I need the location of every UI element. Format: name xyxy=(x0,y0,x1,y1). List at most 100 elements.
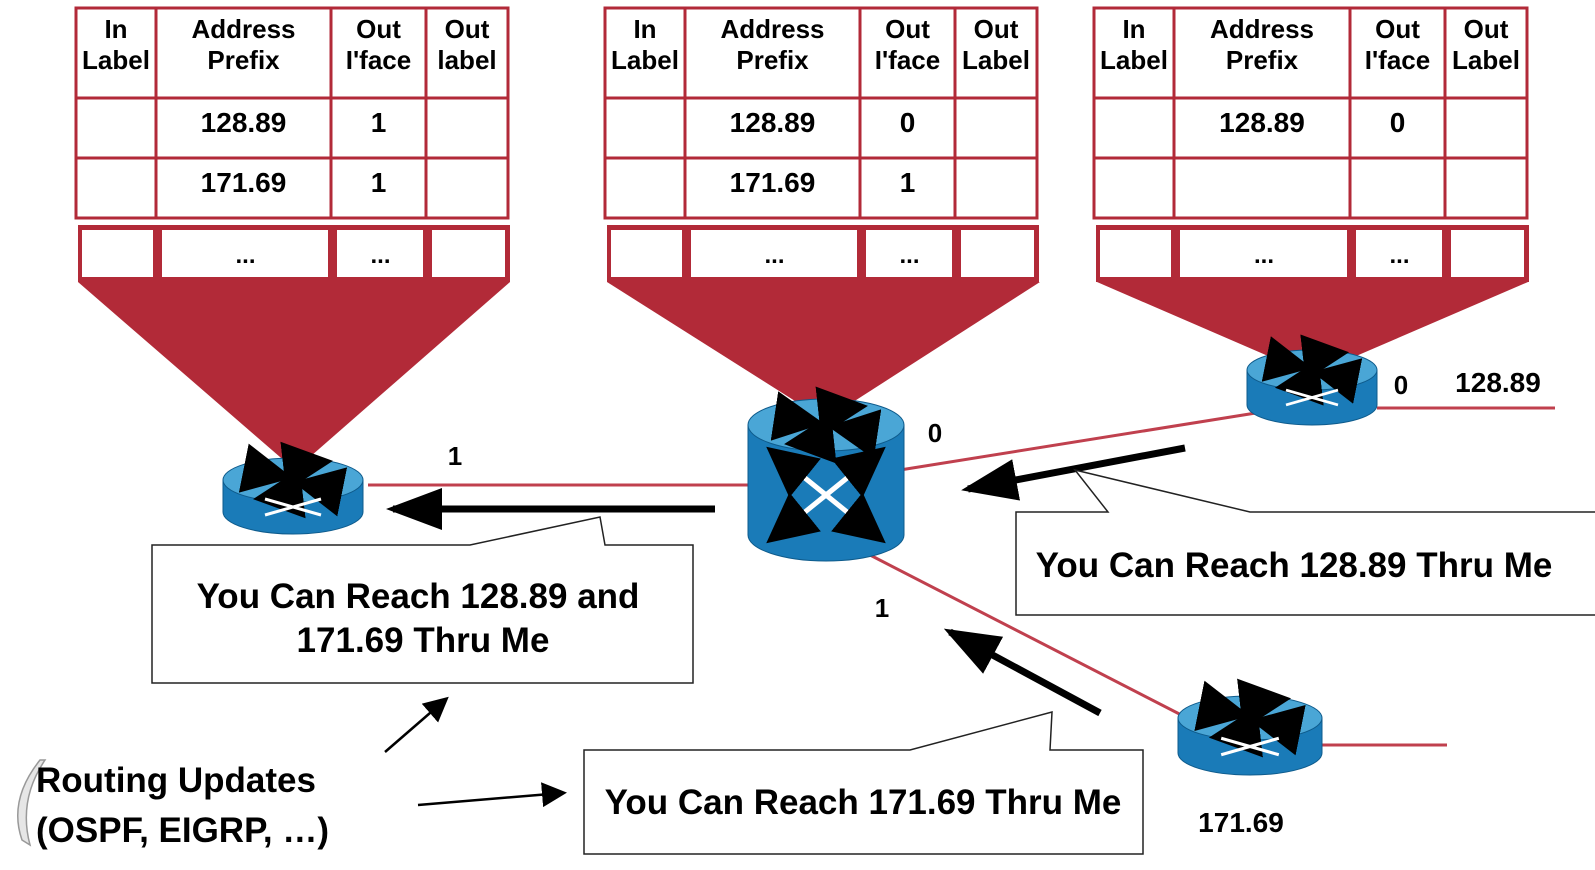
legend-line1: Routing Updates xyxy=(36,761,316,800)
table-ellipsis-cell xyxy=(82,230,153,277)
table-cell xyxy=(1443,156,1529,220)
table-ellipsis-cell xyxy=(1180,230,1347,277)
link-center-right xyxy=(899,410,1263,472)
lfib-tables: InLabelAddressPrefixOutI'faceOutlabel128… xyxy=(74,6,1529,282)
table-cell xyxy=(424,96,510,160)
callout-bottom-text: You Can Reach 171.69 Thru Me xyxy=(605,783,1122,822)
table-ellipsis-cell xyxy=(337,230,423,277)
table-ellipsis-cell xyxy=(1356,230,1442,277)
table-cell xyxy=(953,6,1039,100)
table-header-text: Label xyxy=(1452,45,1520,75)
table-cell xyxy=(1092,6,1176,100)
table-header-text: Out xyxy=(974,14,1019,44)
funnel-center xyxy=(607,282,1040,420)
routers xyxy=(222,334,1378,776)
legend-arrow-right xyxy=(417,782,567,808)
table-header-text: In xyxy=(104,14,127,44)
table-header-text: Prefix xyxy=(207,45,280,75)
table-cell xyxy=(424,6,510,100)
iface-label-right: 0 xyxy=(1394,370,1408,400)
table-ellipsis-cell xyxy=(961,230,1034,277)
router-center-switch xyxy=(747,386,905,562)
table-header-text: I'face xyxy=(346,45,411,75)
table-cell xyxy=(683,156,862,220)
table-ellipsis-text: ... xyxy=(1389,242,1409,269)
table-header-text: Address xyxy=(720,14,824,44)
table-cell xyxy=(858,6,957,100)
table-header-text: I'face xyxy=(875,45,940,75)
table-cell-text: 1 xyxy=(900,167,916,198)
table-header-text: In xyxy=(633,14,656,44)
table-cell-text: 1 xyxy=(371,107,387,138)
table-cell-text: 171.69 xyxy=(730,167,816,198)
table-cell xyxy=(74,6,158,100)
legend-line2: (OSPF, EIGRP, …) xyxy=(36,811,329,850)
table-cell xyxy=(1348,156,1447,220)
table-cell xyxy=(603,96,687,160)
table-ellipsis-text: ... xyxy=(764,242,784,269)
table-header-text: In xyxy=(1122,14,1145,44)
table-cell xyxy=(953,96,1039,160)
table-header-text: Label xyxy=(962,45,1030,75)
table-ellipsis-cell xyxy=(691,230,857,277)
table-cell xyxy=(1443,6,1529,100)
update-arrow-from-bottom xyxy=(943,628,1102,717)
table-header-text: Out xyxy=(1464,14,1509,44)
table-header-text: Address xyxy=(1210,14,1314,44)
table-ellipsis-text: ... xyxy=(899,242,919,269)
iface-label-center-bottom: 1 xyxy=(875,593,889,623)
callout-left-line1: You Can Reach 128.89 and xyxy=(197,577,640,616)
table-cell xyxy=(1172,96,1352,160)
funnel-right xyxy=(1097,282,1528,375)
table-cell xyxy=(424,156,510,220)
table-cell xyxy=(603,156,687,220)
callout-right: You Can Reach 128.89 Thru Me xyxy=(1015,468,1595,616)
table-cell xyxy=(1092,96,1176,160)
table-header-text: Out xyxy=(885,14,930,44)
table-cell xyxy=(74,96,158,160)
table-ellipsis-text: ... xyxy=(235,242,255,269)
table-header-text: Label xyxy=(82,45,150,75)
table-ellipsis-cell xyxy=(162,230,328,277)
table-cell-text: 0 xyxy=(900,107,916,138)
table-cell-text: 128.89 xyxy=(1219,107,1305,138)
table-cell xyxy=(329,96,428,160)
router-right xyxy=(1246,334,1378,426)
funnel-left xyxy=(78,282,510,470)
legend-bracket xyxy=(16,759,47,847)
lfib-table-2: InLabelAddressPrefixOutI'faceOutLabel128… xyxy=(1092,6,1529,282)
table-header-text: Label xyxy=(1100,45,1168,75)
table-ellipsis-cell xyxy=(866,230,952,277)
table-cell-text: 171.69 xyxy=(201,167,287,198)
iface-label-left: 1 xyxy=(448,441,462,471)
table-cell xyxy=(603,6,687,100)
table-cell xyxy=(154,156,333,220)
table-header-text: Label xyxy=(611,45,679,75)
table-ellipsis-cell xyxy=(432,230,505,277)
table-cell-text: 0 xyxy=(1390,107,1406,138)
table-ellipsis-cell xyxy=(1451,230,1524,277)
table-header-text: Out xyxy=(445,14,490,44)
router-left xyxy=(222,441,364,535)
router-bottom xyxy=(1177,678,1323,776)
table-cell xyxy=(329,156,428,220)
table-header-text: Out xyxy=(356,14,401,44)
update-arrow-from-right xyxy=(961,444,1186,501)
callout-left-line2: 171.69 Thru Me xyxy=(297,621,550,660)
table-cell xyxy=(1092,156,1176,220)
legend: Routing Updates (OSPF, EIGRP, …) xyxy=(16,759,329,850)
table-cell-text: 128.89 xyxy=(201,107,287,138)
table-ellipsis-cell xyxy=(1100,230,1171,277)
lfib-table-0: InLabelAddressPrefixOutI'faceOutlabel128… xyxy=(74,6,510,282)
table-header-text: Prefix xyxy=(1226,45,1299,75)
table-header-text: Out xyxy=(1375,14,1420,44)
network-label-right: 128.89 xyxy=(1455,367,1541,398)
table-cell xyxy=(74,156,158,220)
lfib-table-1: InLabelAddressPrefixOutI'faceOutLabel128… xyxy=(603,6,1039,282)
iface-label-center-top: 0 xyxy=(928,418,942,448)
table-header-text: Prefix xyxy=(736,45,809,75)
callout-right-text: You Can Reach 128.89 Thru Me xyxy=(1036,546,1553,585)
callout-bottom: You Can Reach 171.69 Thru Me xyxy=(583,711,1144,855)
legend-arrow-up xyxy=(384,696,449,753)
